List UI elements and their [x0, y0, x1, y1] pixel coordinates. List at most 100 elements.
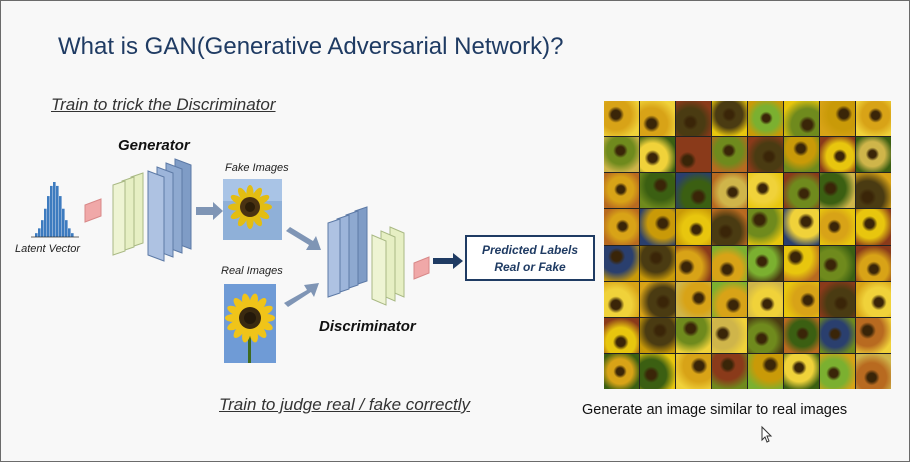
generated-image-tile [820, 209, 855, 245]
generated-image-tile [820, 353, 855, 389]
histogram-bar [53, 182, 56, 237]
generated-image-tile [676, 353, 711, 389]
generated-image-tile [784, 353, 819, 389]
petal [227, 305, 244, 317]
arrows [196, 202, 321, 307]
generated-image-tile [712, 353, 747, 389]
petal [242, 293, 251, 312]
generated-image-tile [820, 137, 855, 173]
generated-image-tile [712, 101, 747, 137]
histogram-bar [68, 228, 71, 237]
generated-image-tile [748, 353, 783, 389]
latent-vector-label: Latent Vector [15, 243, 81, 255]
generated-image-tile [712, 137, 747, 173]
fake-to-discriminator-arrow [286, 227, 321, 250]
noise-input-block [84, 198, 102, 223]
generated-image-tile [748, 173, 783, 209]
generated-image-tile [604, 137, 639, 173]
generated-image-tile [676, 209, 711, 245]
discriminator-network [327, 206, 405, 306]
generated-image-tile [640, 137, 675, 173]
petal [227, 319, 244, 331]
histogram-bar [50, 185, 53, 237]
generated-image-tile [784, 173, 819, 209]
grid-caption: Generate an image similar to real images [582, 402, 848, 418]
generated-image-tile [784, 101, 819, 137]
generated-image-tile [712, 281, 747, 317]
generated-image-tile [640, 101, 675, 137]
generated-image-tile [640, 317, 675, 353]
discriminator-label: Discriminator [319, 318, 416, 335]
generated-image-tile [820, 317, 855, 353]
generated-image-tile [748, 101, 783, 137]
generated-image-tile [640, 281, 675, 317]
generator-objective-text: Train to trick the Discriminator [51, 95, 276, 114]
generated-image-tile [856, 101, 891, 137]
generated-image-tile [604, 101, 639, 137]
fake-images-label: Fake Images [225, 162, 289, 174]
real-images-label: Real Images [221, 265, 283, 277]
generated-image-tile [676, 137, 711, 173]
histogram-bar [65, 220, 68, 237]
petal [249, 324, 258, 343]
petal [233, 298, 247, 313]
histogram-bar [35, 233, 38, 237]
generated-image-tile [604, 245, 639, 281]
generator-label: Generator [118, 137, 190, 154]
generated-image-tile [748, 281, 783, 317]
generated-image-tile [784, 281, 819, 317]
fake-image [223, 179, 282, 240]
generated-image-tile [676, 281, 711, 317]
generated-image-tile [604, 281, 639, 317]
generated-image-tile [676, 317, 711, 353]
histogram-bar [44, 208, 47, 237]
generated-image-tile [784, 317, 819, 353]
petal [253, 298, 267, 313]
generator-to-fake-arrow [196, 202, 223, 220]
petal [256, 203, 272, 211]
histogram-bar [41, 220, 44, 237]
predicted-labels-box: Predicted Labels Real or Fake [465, 235, 595, 281]
generated-image-tile [604, 173, 639, 209]
generated-images-grid [604, 101, 891, 389]
generated-image-tile [640, 209, 675, 245]
predicted-labels-line1: Predicted Labels [481, 243, 579, 257]
petal [246, 185, 254, 201]
real-image [224, 284, 276, 363]
generated-image-tile [712, 317, 747, 353]
petal [256, 319, 273, 331]
generated-image-tile [640, 245, 675, 281]
generator-network [112, 158, 192, 262]
petal [253, 323, 267, 338]
generated-image-tile [856, 317, 891, 353]
generated-image-tile [604, 353, 639, 389]
generated-image-tile [640, 353, 675, 389]
generated-image-tile [604, 317, 639, 353]
generated-image-tile [712, 245, 747, 281]
generated-image-tile [640, 173, 675, 209]
generated-image-tile [820, 101, 855, 137]
generated-image-tile [820, 173, 855, 209]
generated-image-tile [856, 245, 891, 281]
generated-image-tile [856, 137, 891, 173]
predicted-labels-line2: Real or Fake [494, 260, 566, 274]
generated-image-tile [784, 137, 819, 173]
generated-image-tile [604, 209, 639, 245]
real-to-discriminator-arrow [284, 283, 319, 307]
generated-image-tile [856, 209, 891, 245]
mouse-cursor-icon [761, 425, 773, 443]
generated-image-tile [784, 245, 819, 281]
generated-image-tile [748, 209, 783, 245]
generated-image-tile [676, 173, 711, 209]
discriminator-objective-text: Train to judge real / fake correctly [219, 395, 471, 414]
generated-image-tile [712, 173, 747, 209]
generated-image-tile [856, 353, 891, 389]
petal [228, 203, 244, 211]
output-arrow [433, 253, 463, 269]
petal [233, 323, 247, 338]
generated-image-tile [748, 137, 783, 173]
latent-vector-histogram-icon [31, 182, 79, 238]
discriminator-output-block [413, 256, 430, 280]
